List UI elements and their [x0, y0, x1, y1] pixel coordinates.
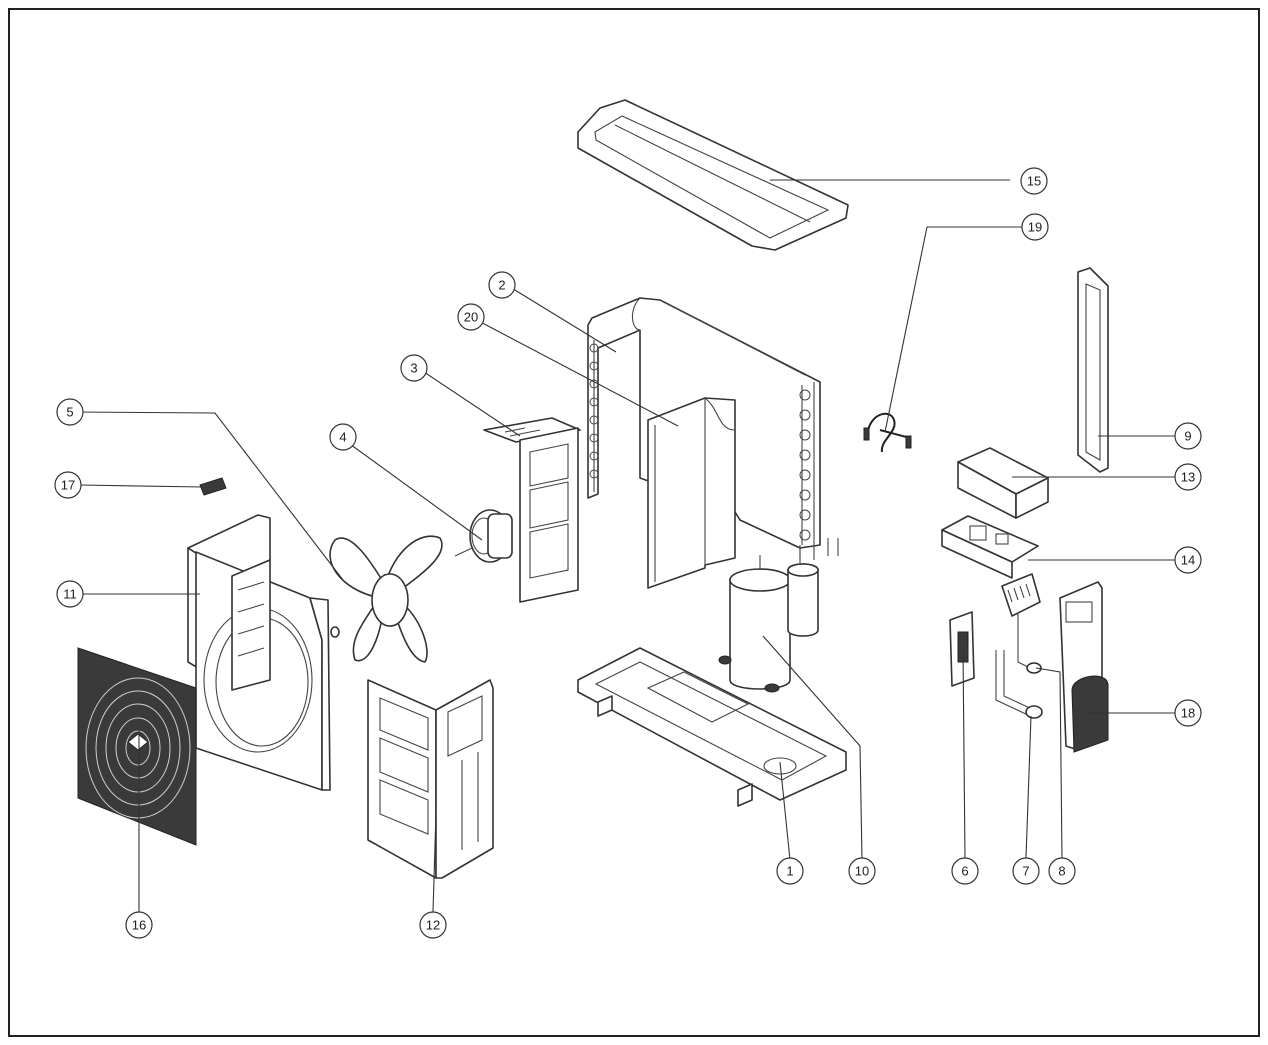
- control-board: [941, 515, 1041, 617]
- callout-5: 5: [56, 398, 84, 426]
- callout-9: 9: [1174, 422, 1202, 450]
- callout-2: 2: [488, 271, 516, 299]
- callout-label: 18: [1181, 706, 1195, 721]
- callout-label: 6: [961, 864, 968, 879]
- callout-15: 15: [1020, 167, 1048, 195]
- fan-guard-grille: [77, 647, 197, 846]
- callout-label: 13: [1181, 470, 1195, 485]
- callout-label: 20: [464, 310, 478, 325]
- callout-4: 4: [329, 423, 357, 451]
- electric-box-cover: [957, 447, 1049, 519]
- callout-label: 4: [339, 430, 346, 445]
- callout-8: 8: [1048, 857, 1076, 885]
- top-cover-panel: [577, 99, 849, 251]
- base-pan: [577, 647, 847, 807]
- fan-motor: [454, 509, 513, 563]
- callout-label: 10: [855, 864, 869, 879]
- callout-11: 11: [56, 580, 84, 608]
- callout-6: 6: [951, 857, 979, 885]
- valve-support-plate: [1059, 581, 1109, 753]
- callout-label: 12: [426, 918, 440, 933]
- terminal-block: [949, 611, 975, 687]
- callout-7: 7: [1012, 857, 1040, 885]
- callout-label: 19: [1028, 220, 1042, 235]
- fan-blade: [329, 535, 443, 663]
- callout-13: 13: [1174, 463, 1202, 491]
- right-side-panel: [367, 679, 494, 879]
- compressor: [718, 548, 819, 693]
- callout-3: 3: [400, 354, 428, 382]
- front-panel: [187, 514, 331, 791]
- callout-18: 18: [1174, 699, 1202, 727]
- callout-label: 3: [410, 361, 417, 376]
- callout-label: 8: [1058, 864, 1065, 879]
- callout-label: 17: [61, 478, 75, 493]
- callout-17: 17: [54, 471, 82, 499]
- callout-10: 10: [848, 857, 876, 885]
- callout-label: 16: [132, 918, 146, 933]
- callout-label: 5: [66, 405, 73, 420]
- partition-plate: [647, 397, 736, 589]
- callout-label: 11: [63, 587, 77, 602]
- callout-1: 1: [776, 857, 804, 885]
- callout-20: 20: [457, 303, 485, 331]
- side-plate: [1077, 267, 1109, 473]
- small-clip: [199, 477, 227, 496]
- callout-label: 9: [1184, 429, 1191, 444]
- callout-19: 19: [1021, 213, 1049, 241]
- callout-label: 2: [498, 278, 505, 293]
- callout-label: 7: [1022, 864, 1029, 879]
- callout-label: 14: [1181, 553, 1195, 568]
- leader-lines: [72, 179, 1175, 913]
- callout-label: 15: [1027, 174, 1041, 189]
- callout-14: 14: [1174, 546, 1202, 574]
- callout-label: 1: [786, 864, 793, 879]
- callout-12: 12: [419, 911, 447, 939]
- motor-bracket: [483, 417, 581, 603]
- callout-16: 16: [125, 911, 153, 939]
- stop-valves: [995, 614, 1043, 719]
